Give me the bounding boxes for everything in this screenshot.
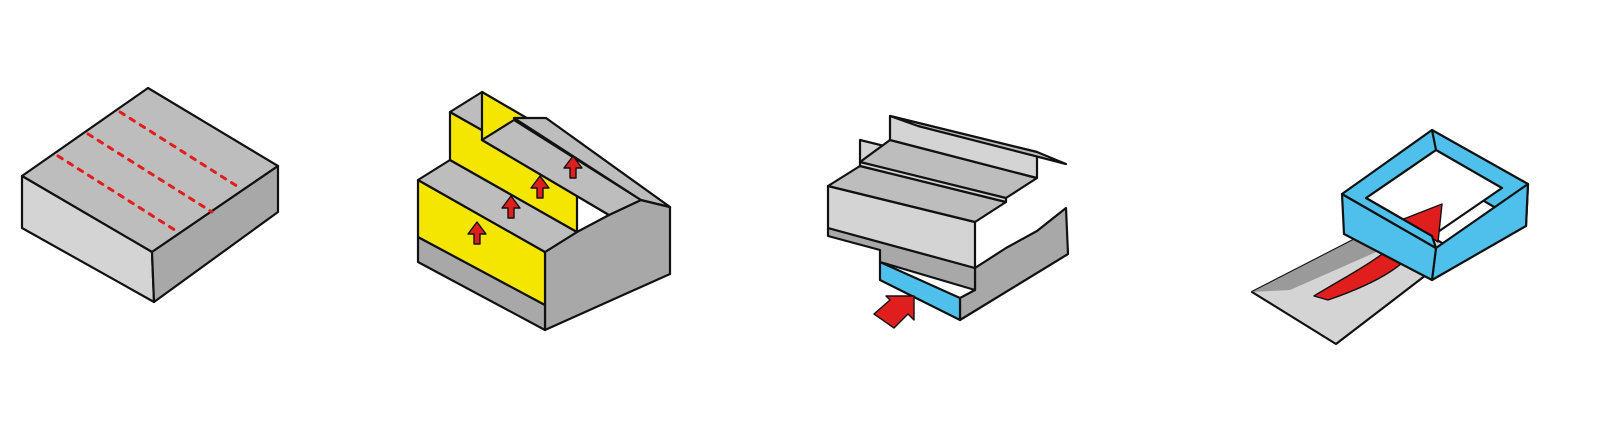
dotted-line-3 [118, 110, 242, 190]
flat-block [20, 86, 280, 304]
up-arrow-icon [501, 195, 521, 219]
right-arrow-icon [873, 295, 915, 329]
block-right-face [150, 164, 280, 304]
up-arrow-icon [563, 155, 583, 179]
passage-right-face [958, 206, 1070, 322]
terraced-steps [416, 90, 672, 332]
dotted-line-1 [56, 154, 180, 234]
step-4-tread [512, 116, 672, 209]
blue-underpass [878, 260, 962, 322]
steps-with-passage [826, 114, 1070, 329]
frame-left-rim [1340, 128, 1438, 250]
up-arrow-icon [467, 221, 487, 245]
blue-frame-ramp [1250, 128, 1530, 346]
dotted-lines [56, 110, 242, 234]
passage-step-3-tread [888, 114, 1068, 166]
up-arrow-icon [530, 175, 550, 199]
dotted-line-2 [86, 132, 214, 214]
up-arrows [467, 155, 583, 245]
